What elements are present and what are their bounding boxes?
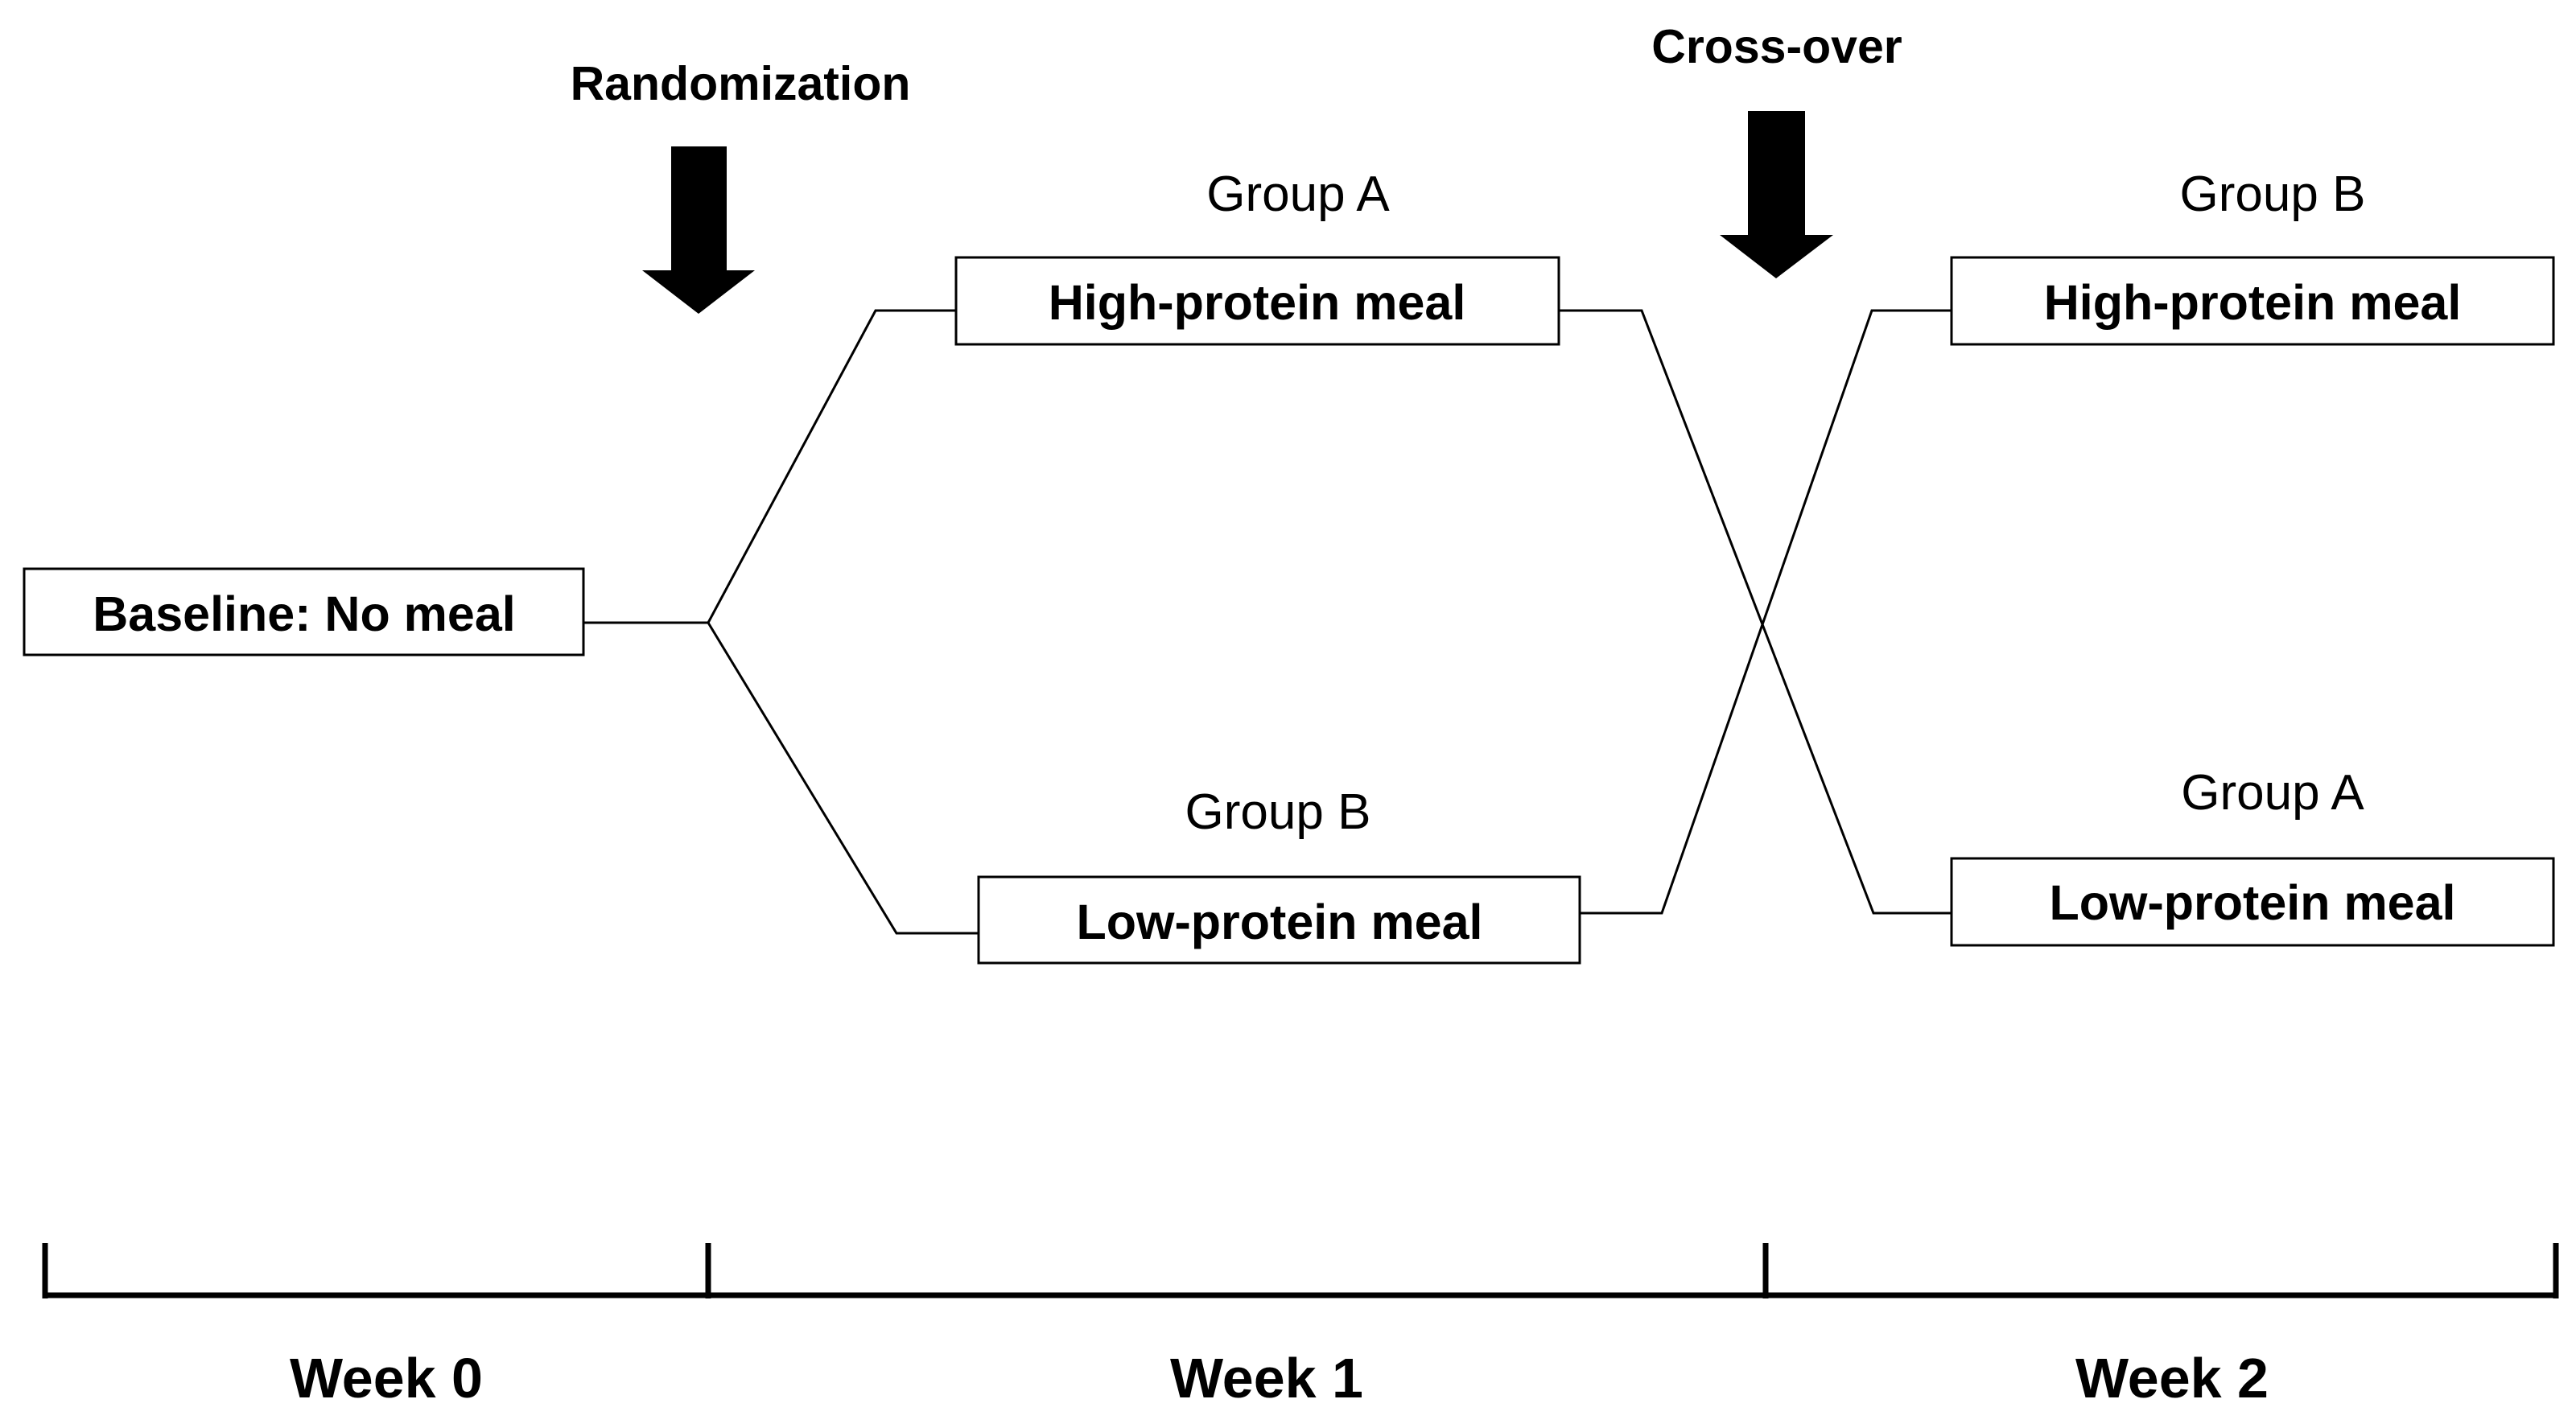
group-label-upper-p1: Group A bbox=[1206, 167, 1390, 222]
flow-connectors bbox=[583, 309, 1952, 935]
week-label-1: Week 1 bbox=[1170, 1347, 1363, 1409]
high-protein-label-p1: High-protein meal bbox=[1049, 275, 1466, 330]
connector-high-p1-to-low-p2 bbox=[1559, 309, 1952, 915]
annotation-arrows bbox=[642, 111, 1833, 314]
group-labels: Group A Group B Group B Group A bbox=[1185, 167, 2366, 840]
week-label-2: Week 2 bbox=[2075, 1347, 2269, 1409]
baseline-label: Baseline: No meal bbox=[93, 586, 515, 641]
treatment-boxes bbox=[23, 256, 2555, 965]
baseline-box bbox=[23, 567, 585, 656]
box-labels: Baseline: No meal High-protein meal Low-… bbox=[93, 275, 2461, 949]
connector-split-to-high-p1 bbox=[707, 309, 956, 623]
low-protein-box-p2 bbox=[1950, 857, 2555, 947]
high-protein-box-p2 bbox=[1950, 256, 2555, 346]
week-label-0: Week 0 bbox=[290, 1347, 483, 1409]
group-label-lower-p2: Group A bbox=[2181, 765, 2364, 821]
group-label-lower-p1: Group B bbox=[1185, 784, 1371, 840]
high-protein-label-p2: High-protein meal bbox=[2044, 275, 2462, 330]
crossover-label: Cross-over bbox=[1651, 20, 1902, 73]
randomization-arrow-icon bbox=[642, 146, 755, 314]
connector-split-to-low-p1 bbox=[707, 622, 979, 935]
week-labels: Week 0 Week 1 Week 2 bbox=[290, 1347, 2269, 1409]
timeline-axis bbox=[42, 1243, 2559, 1298]
high-protein-box-p1 bbox=[954, 256, 1560, 346]
low-protein-box-p1 bbox=[977, 875, 1581, 965]
crossover-arrow-icon bbox=[1720, 111, 1833, 278]
annotation-labels: Randomization Cross-over bbox=[571, 20, 1902, 110]
connector-low-p1-to-high-p2 bbox=[1580, 309, 1952, 915]
group-label-upper-p2: Group B bbox=[2180, 167, 2366, 222]
low-protein-label-p2: Low-protein meal bbox=[2050, 875, 2456, 930]
randomization-label: Randomization bbox=[571, 57, 911, 110]
low-protein-label-p1: Low-protein meal bbox=[1077, 895, 1483, 949]
